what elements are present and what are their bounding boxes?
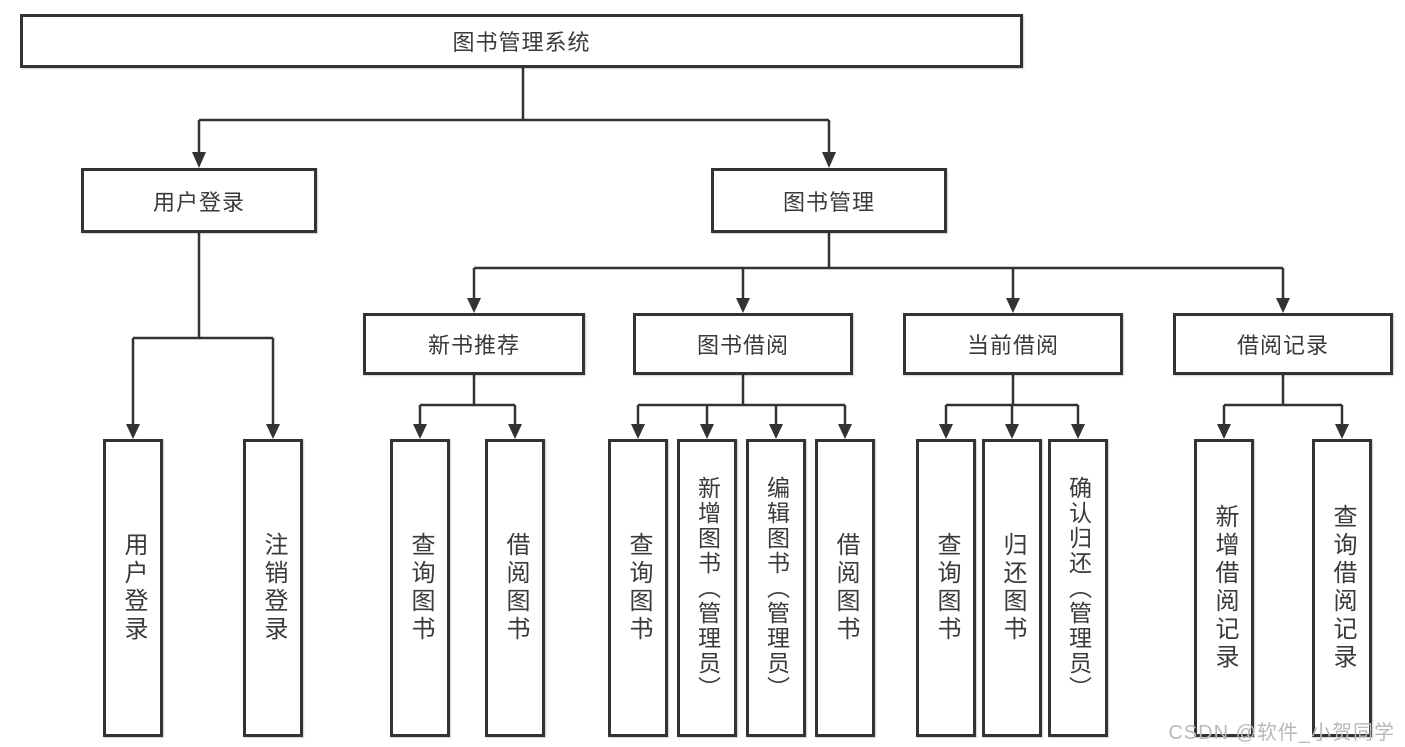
arrow-user-login bbox=[192, 152, 206, 168]
connector-new-books-children bbox=[418, 375, 517, 426]
arrow-leaf bbox=[1071, 424, 1085, 439]
leaf-label: 用户登录 bbox=[120, 532, 147, 644]
arrow-leaf bbox=[508, 424, 522, 439]
leaf-return-books: 归还图书 bbox=[982, 439, 1042, 737]
arrow-new-books bbox=[467, 298, 481, 313]
leaf-label: 查询图书 bbox=[625, 532, 652, 644]
leaf-label: 注销登录 bbox=[260, 532, 287, 644]
leaf-edit-books-admin: 编辑图书（管理员） bbox=[746, 439, 806, 737]
arrow-book-borrow bbox=[736, 298, 750, 313]
arrow-leaf bbox=[700, 424, 714, 439]
node-user-login-label: 用户登录 bbox=[152, 189, 245, 215]
leaf-user-login: 用户登录 bbox=[103, 439, 163, 737]
node-book-mgmt-label: 图书管理 bbox=[782, 189, 875, 215]
arrow-leaf bbox=[769, 424, 783, 439]
node-borrow-records-label: 借阅记录 bbox=[1236, 333, 1329, 358]
arrow-leaf bbox=[126, 424, 140, 439]
connector-root-to-level2 bbox=[197, 68, 831, 155]
csdn-watermark: CSDN @软件_小贺同学 bbox=[1168, 722, 1395, 744]
leaf-label: 确认归还（管理员） bbox=[1065, 475, 1092, 701]
connector-book-borrow-children bbox=[636, 375, 847, 426]
connector-book-mgmt-children bbox=[472, 233, 1285, 300]
node-user-login: 用户登录 bbox=[81, 168, 317, 233]
node-book-borrow: 图书借阅 bbox=[633, 313, 853, 375]
leaf-query-borrow-record: 查询借阅记录 bbox=[1312, 439, 1372, 737]
node-borrow-records: 借阅记录 bbox=[1173, 313, 1393, 375]
arrow-leaf bbox=[413, 424, 427, 439]
leaf-confirm-return-admin: 确认归还（管理员） bbox=[1048, 439, 1108, 737]
arrow-book-mgmt bbox=[822, 152, 836, 168]
leaf-label: 查询图书 bbox=[407, 532, 434, 644]
arrow-leaf bbox=[1335, 424, 1349, 439]
arrow-leaf bbox=[939, 424, 953, 439]
leaf-label: 借阅图书 bbox=[832, 532, 859, 644]
connector-user-login-children bbox=[131, 233, 275, 426]
node-book-borrow-label: 图书借阅 bbox=[696, 333, 789, 358]
leaf-borrow-books-1: 借阅图书 bbox=[485, 439, 545, 737]
leaf-logout: 注销登录 bbox=[243, 439, 303, 737]
leaf-add-books-admin: 新增图书（管理员） bbox=[677, 439, 737, 737]
node-root-label: 图书管理系统 bbox=[452, 30, 591, 55]
arrow-leaf bbox=[266, 424, 280, 439]
arrow-leaf bbox=[1005, 424, 1019, 439]
leaf-query-books-1: 查询图书 bbox=[390, 439, 450, 737]
node-root: 图书管理系统 bbox=[20, 14, 1023, 68]
arrow-current-borrow bbox=[1006, 298, 1020, 313]
connector-current-borrow-children bbox=[944, 375, 1080, 426]
leaf-add-borrow-record: 新增借阅记录 bbox=[1194, 439, 1254, 737]
leaf-label: 新增借阅记录 bbox=[1211, 504, 1238, 672]
arrow-leaf bbox=[1217, 424, 1231, 439]
leaf-label: 查询图书 bbox=[933, 532, 960, 644]
arrow-borrow-records bbox=[1276, 298, 1290, 313]
connector-borrow-records-children bbox=[1222, 375, 1344, 426]
leaf-label: 归还图书 bbox=[999, 532, 1026, 644]
node-new-books-label: 新书推荐 bbox=[427, 333, 520, 358]
leaf-query-books-2: 查询图书 bbox=[608, 439, 668, 737]
node-current-borrow: 当前借阅 bbox=[903, 313, 1123, 375]
leaf-label: 编辑图书（管理员） bbox=[763, 475, 790, 701]
leaf-query-books-3: 查询图书 bbox=[916, 439, 976, 737]
node-new-books: 新书推荐 bbox=[363, 313, 585, 375]
leaf-label: 查询借阅记录 bbox=[1329, 504, 1356, 672]
arrow-leaf bbox=[631, 424, 645, 439]
node-book-mgmt: 图书管理 bbox=[711, 168, 947, 233]
arrow-leaf bbox=[838, 424, 852, 439]
leaf-label: 新增图书（管理员） bbox=[694, 475, 721, 701]
leaf-label: 借阅图书 bbox=[502, 532, 529, 644]
node-current-borrow-label: 当前借阅 bbox=[966, 333, 1059, 358]
leaf-borrow-books-2: 借阅图书 bbox=[815, 439, 875, 737]
